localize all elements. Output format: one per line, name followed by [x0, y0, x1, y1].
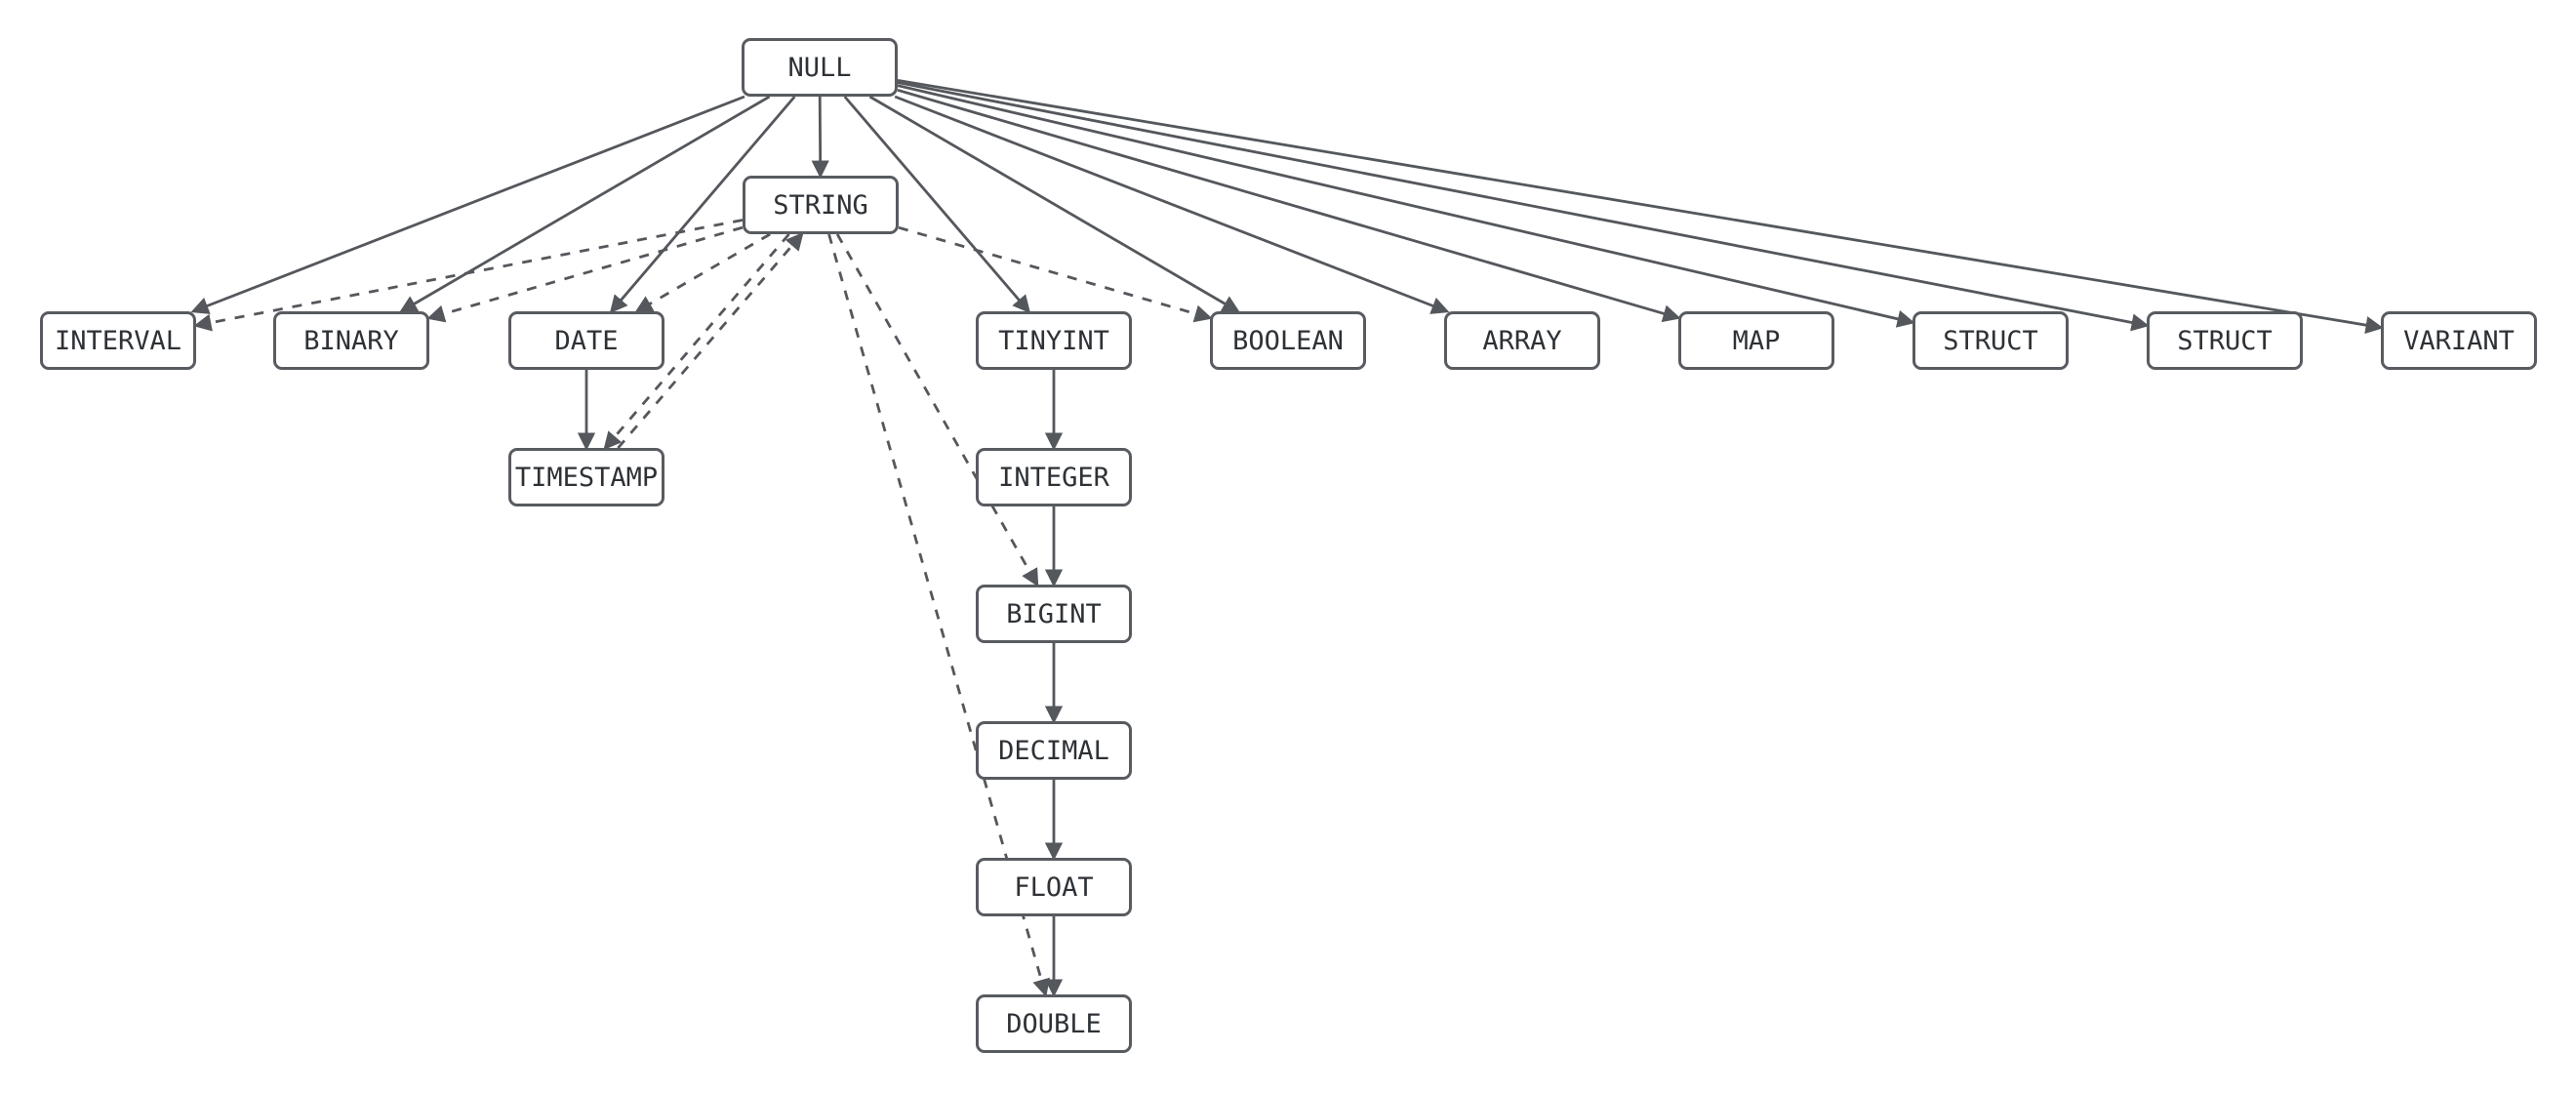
node-label: INTEGER: [998, 462, 1109, 493]
node-label: DECIMAL: [998, 735, 1109, 766]
node-variant: VARIANT: [2381, 311, 2537, 370]
node-label: BOOLEAN: [1232, 325, 1344, 356]
node-struct-1: STRUCT: [1912, 311, 2069, 370]
node-label: BINARY: [303, 325, 399, 356]
node-label: TIMESTAMP: [514, 462, 659, 493]
edge-string-double: [827, 233, 1050, 997]
node-timestamp: TIMESTAMP: [508, 448, 664, 506]
node-label: NULL: [787, 52, 852, 83]
edge-null-array: [894, 95, 1450, 314]
node-string: STRING: [743, 176, 899, 234]
edge-string-date: [634, 232, 771, 313]
node-struct-2: STRUCT: [2147, 311, 2303, 370]
node-double: DOUBLE: [976, 994, 1132, 1053]
node-label: STRING: [773, 189, 868, 221]
node-binary: BINARY: [273, 311, 429, 370]
node-date: DATE: [508, 311, 664, 370]
node-label: BIGINT: [1006, 598, 1102, 629]
node-label: STRUCT: [1943, 325, 2038, 356]
node-label: ARRAY: [1482, 325, 1562, 356]
node-label: DOUBLE: [1006, 1008, 1102, 1039]
node-label: VARIANT: [2403, 325, 2515, 356]
node-integer: INTEGER: [976, 448, 1132, 506]
node-null: NULL: [742, 38, 898, 97]
edge-null-binary: [399, 95, 771, 313]
node-label: INTERVAL: [54, 325, 182, 356]
node-label: FLOAT: [1014, 871, 1094, 903]
node-map: MAP: [1678, 311, 1834, 370]
node-bigint: BIGINT: [976, 585, 1132, 643]
edge-null-tinyint: [843, 96, 1031, 314]
node-label: TINYINT: [998, 325, 1109, 356]
edge-null-date: [609, 96, 796, 314]
edge-string-timestamp: [603, 233, 790, 451]
edge-null-variant: [897, 78, 2384, 335]
node-label: STRUCT: [2177, 325, 2273, 356]
node-decimal: DECIMAL: [976, 721, 1132, 780]
edge-null-struct-1: [897, 84, 1915, 328]
edge-null-map: [897, 88, 1681, 323]
edge-string-interval: [193, 219, 744, 332]
edge-string-bigint: [835, 233, 1039, 587]
node-label: DATE: [554, 325, 619, 356]
node-array: ARRAY: [1444, 311, 1600, 370]
node-float: FLOAT: [976, 858, 1132, 916]
edge-null-interval: [190, 95, 745, 314]
node-label: MAP: [1732, 325, 1781, 356]
edge-null-struct-2: [897, 81, 2150, 332]
edge-timestamp-string: [617, 231, 804, 449]
node-boolean: BOOLEAN: [1210, 311, 1366, 370]
edge-null-boolean: [868, 95, 1240, 313]
edge-string-boolean: [898, 225, 1213, 323]
edges-group: [190, 78, 2384, 997]
node-tinyint: TINYINT: [976, 311, 1132, 370]
edge-string-binary: [426, 225, 744, 323]
edge-null-string: [811, 96, 829, 179]
node-interval: INTERVAL: [40, 311, 196, 370]
